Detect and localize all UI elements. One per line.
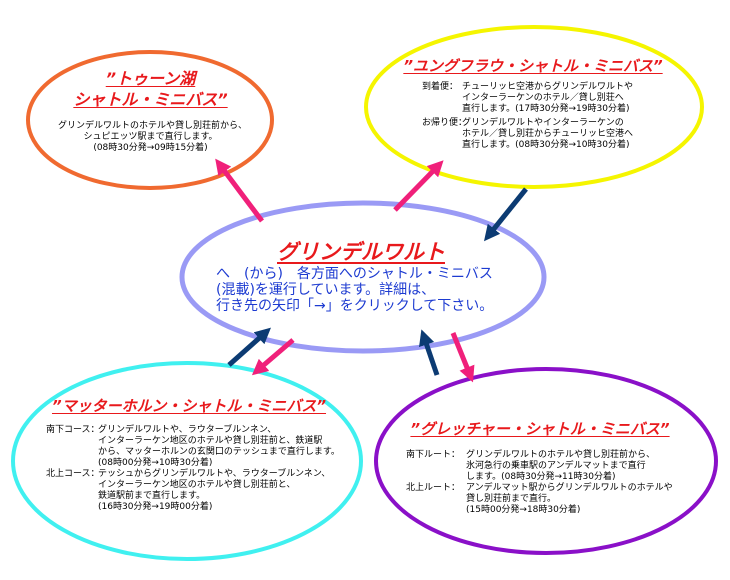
arrow-from-matterhorn bbox=[227, 327, 271, 367]
thun-line: シュピエッツ駅まで直行します。 bbox=[83, 132, 218, 142]
glacier-line: 貸し別荘前まで直行。 bbox=[466, 494, 557, 504]
center-line: へ (から) 各方面へのシャトル・ミニバス bbox=[216, 266, 493, 282]
arrow-to-thun[interactable] bbox=[215, 158, 264, 223]
matterhorn-title: ”マッターホルン・シャトル・ミニバス” bbox=[51, 397, 327, 415]
jungfrau-arrival-label: 到着便： bbox=[422, 82, 459, 92]
glacier-line: 氷河急行の乗車駅のアンデルマットまで直行 bbox=[466, 461, 646, 471]
matterhorn-line: 鉄道駅前まで直行します。 bbox=[98, 491, 206, 501]
jungfrau-line: ホテル／貸し別荘からチューリッヒ空港へ bbox=[462, 129, 634, 139]
matterhorn-line: から、マッターホルンの玄関口のテッシュまで直行します。 bbox=[98, 447, 340, 457]
thun-line: (08時30分発→09時15分着) bbox=[93, 143, 208, 153]
grindelwald-description: へ (から) 各方面へのシャトル・ミニバス (混載)を運行しています。詳細は、 … bbox=[216, 266, 493, 314]
thun-line: グリンデルワルトのホテルや貸し別荘前から、 bbox=[58, 121, 248, 131]
center-line: (混載)を運行しています。詳細は、 bbox=[216, 282, 436, 298]
thun-title: ”トゥーン湖 シャトル・ミニバス” bbox=[68, 68, 233, 110]
matterhorn-south-label: 南下コース： bbox=[46, 425, 100, 435]
jungfrau-title: ”ユングフラウ・シャトル・ミニバス” bbox=[403, 57, 663, 75]
jungfrau-departure-label: お帰り便： bbox=[422, 118, 468, 128]
thun-title-line2: シャトル・ミニバス” bbox=[73, 90, 228, 109]
glacier-north-label: 北上ルート： bbox=[406, 483, 461, 493]
matterhorn-line: (16時30分発→19時00分着) bbox=[98, 502, 213, 512]
grindelwald-ellipse bbox=[179, 200, 547, 354]
matterhorn-south: 南下コース： グリンデルワルトや、ラウターブルンネン、 インターラーケン地区のホ… bbox=[46, 425, 340, 469]
matterhorn-line: グリンデルワルトや、ラウターブルンネン、 bbox=[98, 425, 277, 435]
glacier-line: アンデルマット駅からグリンデルワルトのホテルや bbox=[466, 483, 673, 493]
thun-title-line1: ”トゥーン湖 bbox=[105, 69, 196, 88]
jungfrau-description: 到着便： チューリッヒ空港からグリンデルワルトや インターラーケンのホテル／貸し… bbox=[422, 82, 633, 151]
matterhorn-line: インターラーケン地区のホテルや貸し別荘前と、鉄道駅 bbox=[98, 436, 323, 446]
glacier-description: 南下ルート： グリンデルワルトのホテルや貸し別荘前から、 氷河急行の乗車駅のアン… bbox=[406, 450, 673, 516]
glacier-south: 南下ルート： グリンデルワルトのホテルや貸し別荘前から、 氷河急行の乗車駅のアン… bbox=[406, 450, 673, 483]
matterhorn-ellipse bbox=[11, 361, 363, 561]
thun-ellipse bbox=[26, 50, 274, 190]
matterhorn-north: 北上コース： テッシュからグリンデルワルトや、ラウターブルンネン、 インターラー… bbox=[46, 469, 340, 513]
arrow-to-matterhorn[interactable] bbox=[251, 338, 295, 376]
glacier-line: します。(08時30分発→11時30分着) bbox=[466, 472, 616, 482]
jungfrau-line: インターラーケンのホテル／貸し別荘へ bbox=[462, 93, 624, 103]
glacier-north: 北上ルート： アンデルマット駅からグリンデルワルトのホテルや 貸し別荘前まで直行… bbox=[406, 483, 673, 516]
glacier-line: (15時00分発→18時30分着) bbox=[466, 505, 581, 515]
jungfrau-arrival: 到着便： チューリッヒ空港からグリンデルワルトや インターラーケンのホテル／貸し… bbox=[422, 82, 633, 115]
jungfrau-line: 直行します。(08時30分発→10時30分着) bbox=[462, 140, 630, 150]
matterhorn-line: インターラーケン地区のホテルや貸し別荘前と、 bbox=[98, 480, 296, 490]
glacier-line: グリンデルワルトのホテルや貸し別荘前から、 bbox=[466, 450, 656, 460]
jungfrau-ellipse bbox=[364, 25, 704, 189]
arrow-to-jungfrau[interactable] bbox=[393, 160, 444, 212]
jungfrau-departure: お帰り便： グリンデルワルトやインターラーケンの ホテル／貸し別荘からチューリッ… bbox=[422, 118, 633, 151]
matterhorn-north-label: 北上コース： bbox=[46, 469, 100, 479]
grindelwald-title: グリンデルワルト bbox=[277, 240, 445, 264]
glacier-south-label: 南下ルート： bbox=[406, 450, 461, 460]
center-line: 行き先の矢印「→」をクリックして下さい。 bbox=[216, 298, 494, 314]
glacier-title: ”グレッチャー・シャトル・ミニバス” bbox=[410, 420, 670, 438]
thun-description: グリンデルワルトのホテルや貸し別荘前から、 シュピエッツ駅まで直行します。 (0… bbox=[58, 121, 248, 154]
jungfrau-line: チューリッヒ空港からグリンデルワルトや bbox=[462, 82, 634, 92]
arrow-from-glacier bbox=[419, 329, 440, 376]
arrow-from-jungfrau bbox=[483, 187, 528, 242]
matterhorn-line: (08時00分発→10時30分着) bbox=[98, 458, 213, 468]
glacier-ellipse bbox=[374, 367, 718, 555]
matterhorn-description: 南下コース： グリンデルワルトや、ラウターブルンネン、 インターラーケン地区のホ… bbox=[46, 425, 340, 513]
arrow-to-glacier[interactable] bbox=[450, 332, 475, 383]
jungfrau-line: グリンデルワルトやインターラーケンの bbox=[462, 118, 624, 128]
matterhorn-line: テッシュからグリンデルワルトや、ラウターブルンネン、 bbox=[98, 469, 331, 479]
jungfrau-line: 直行します。(17時30分発→19時30分着) bbox=[462, 104, 630, 114]
